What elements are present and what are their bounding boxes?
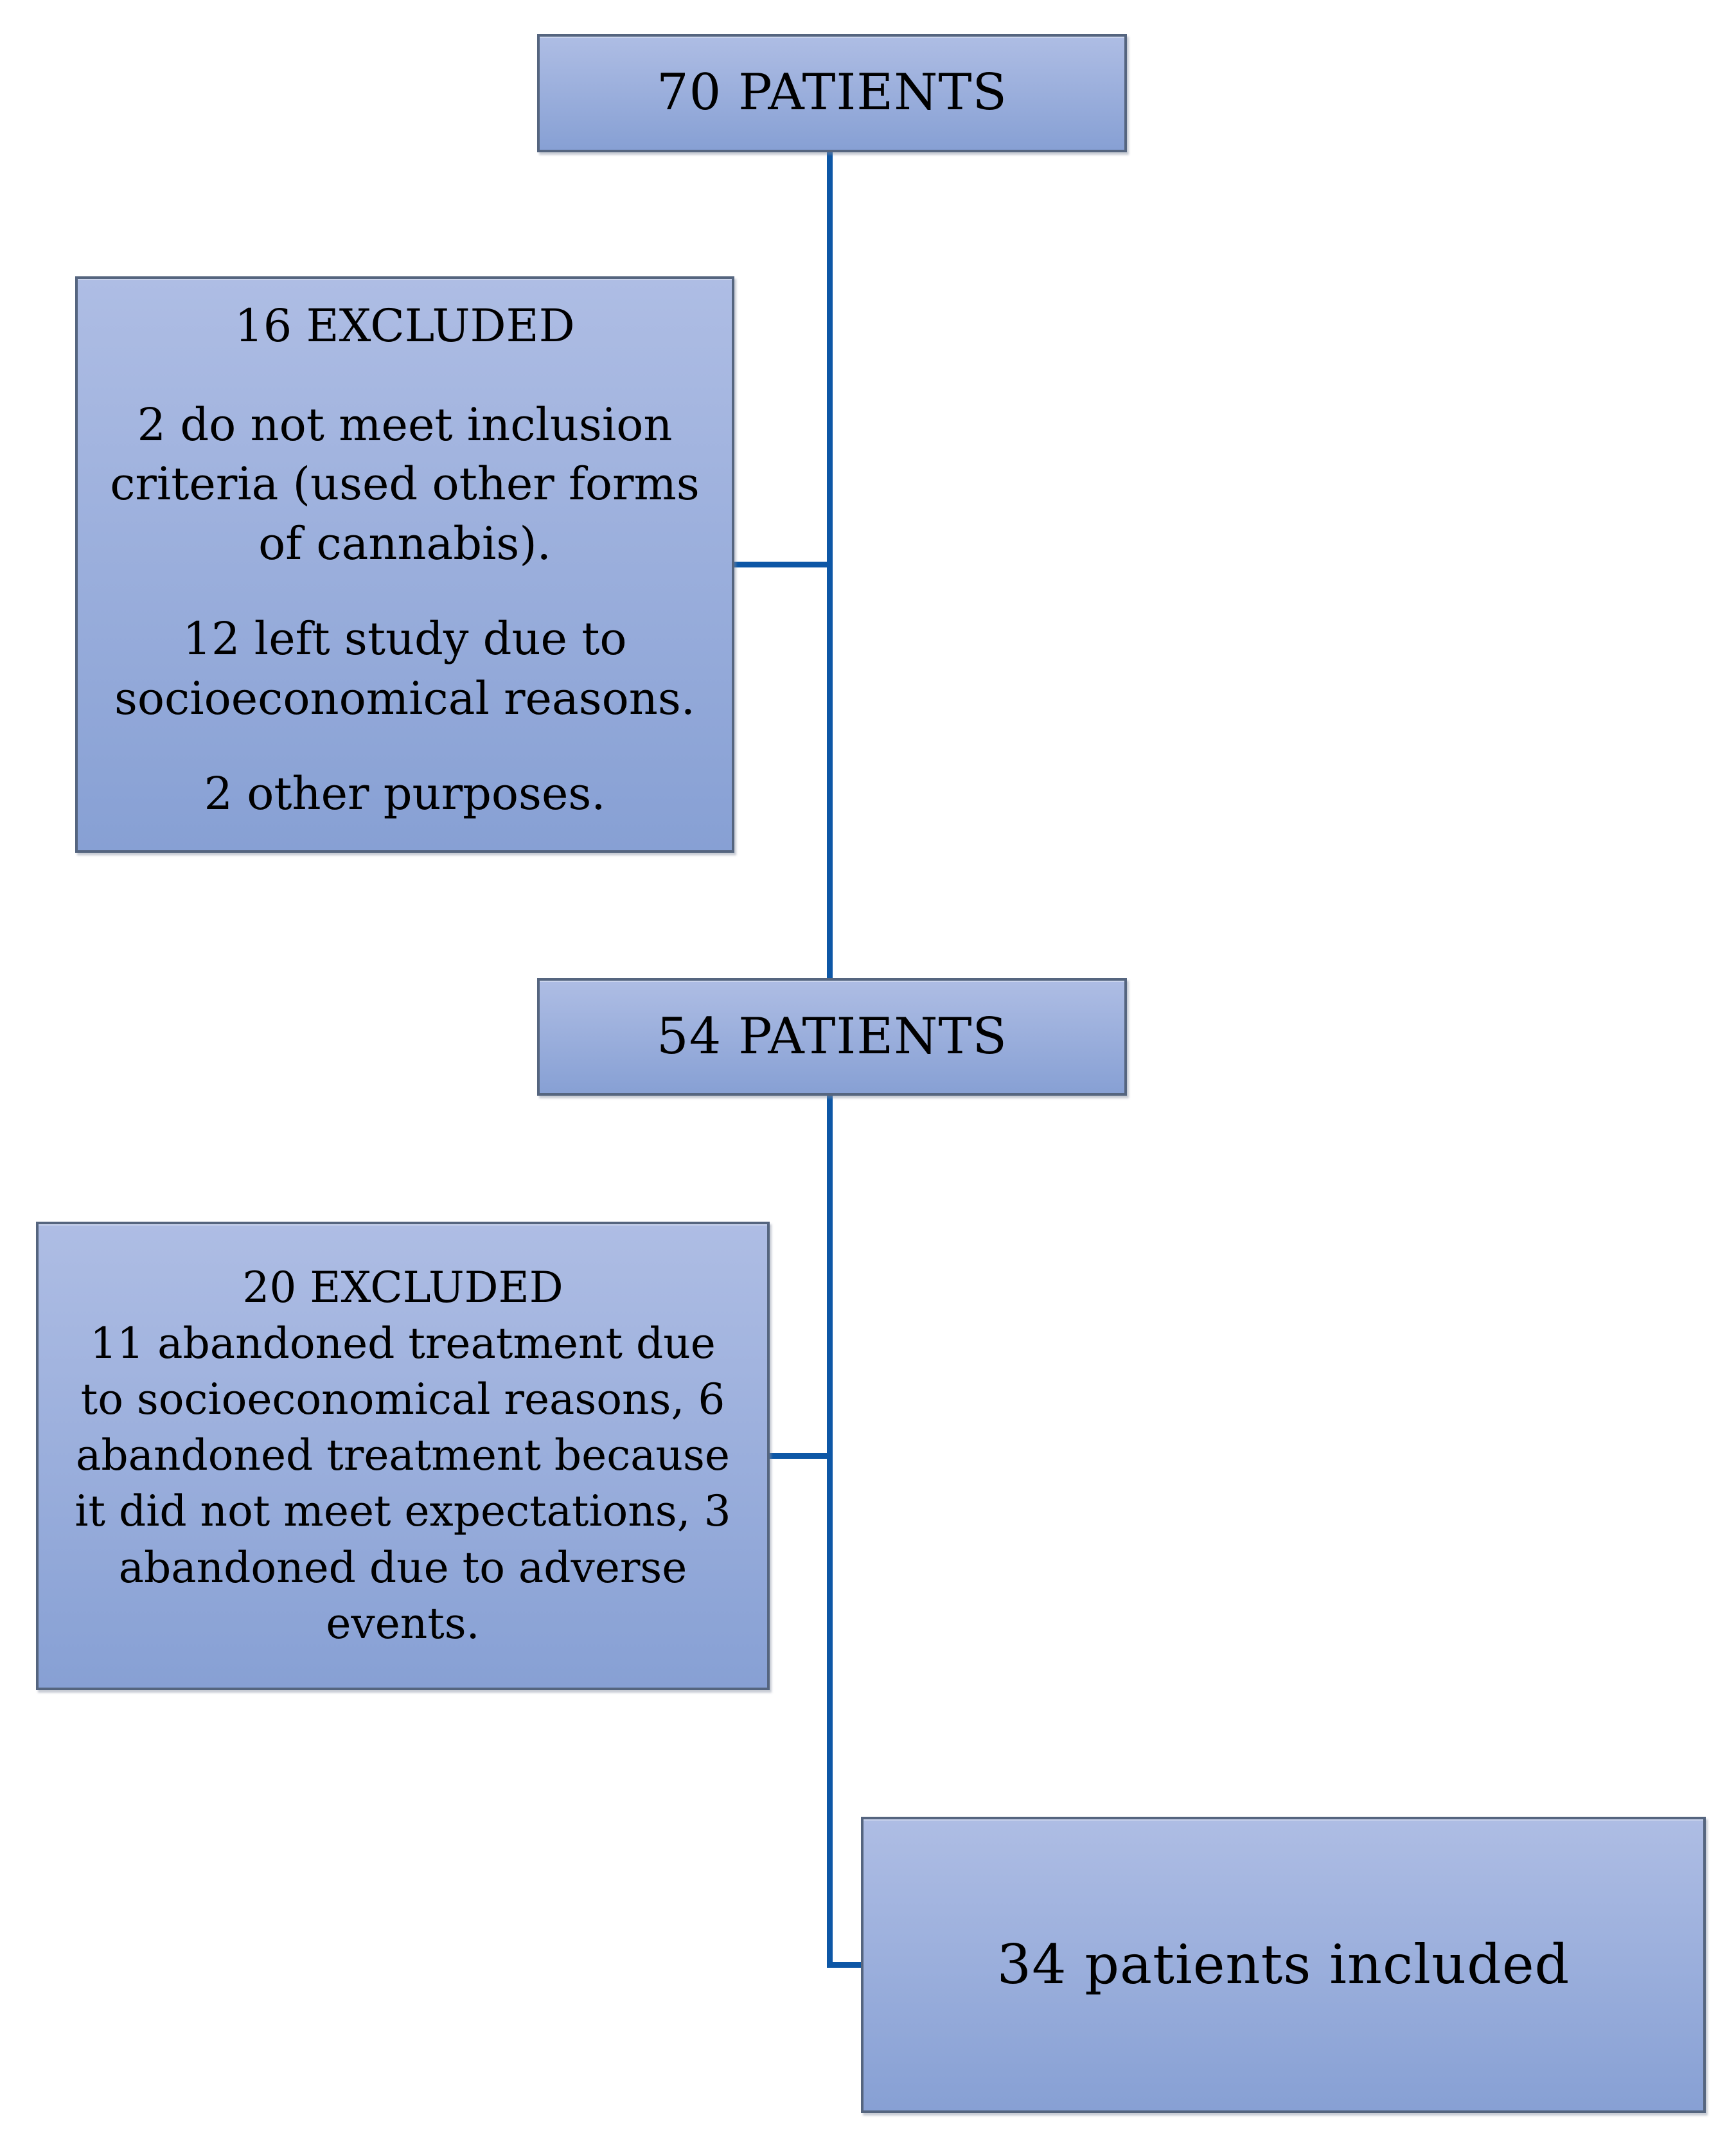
flow-box-54-patients: 54 PATIENTS [537,978,1127,1096]
connector-branch-excluded16 [734,562,831,567]
flow-box-70-patients: 70 PATIENTS [537,34,1127,152]
connector-vertical-bottom [827,1096,833,1968]
excluded16-reason-socioeconomical: 12 left study due to socioeconomical rea… [114,612,696,725]
excluded16-reason-other-purposes: 2 other purposes. [204,767,606,820]
flow-box-34-included: 34 patients included [861,1817,1706,2113]
flow-box-20-excluded: 20 EXCLUDED 11 abandoned treatment due t… [36,1222,770,1690]
excluded16-reason-inclusion-criteria: 2 do not meet inclusion criteria (used o… [110,398,700,570]
connector-elbow-included34 [827,1962,864,1968]
connector-branch-excluded20 [766,1453,831,1459]
flow-box-16-excluded: 16 EXCLUDED 2 do not meet inclusion crit… [75,276,734,853]
box-title-16-excluded: 16 EXCLUDED [235,299,575,352]
box-label-70-patients: 70 PATIENTS [657,64,1007,122]
box-label-54-patients: 54 PATIENTS [657,1007,1007,1066]
box-label-34-included: 34 patients included [996,1933,1570,1997]
box-title-20-excluded: 20 EXCLUDED [242,1263,563,1313]
excluded20-reasons: 11 abandoned treatment due to socioecono… [75,1319,731,1648]
